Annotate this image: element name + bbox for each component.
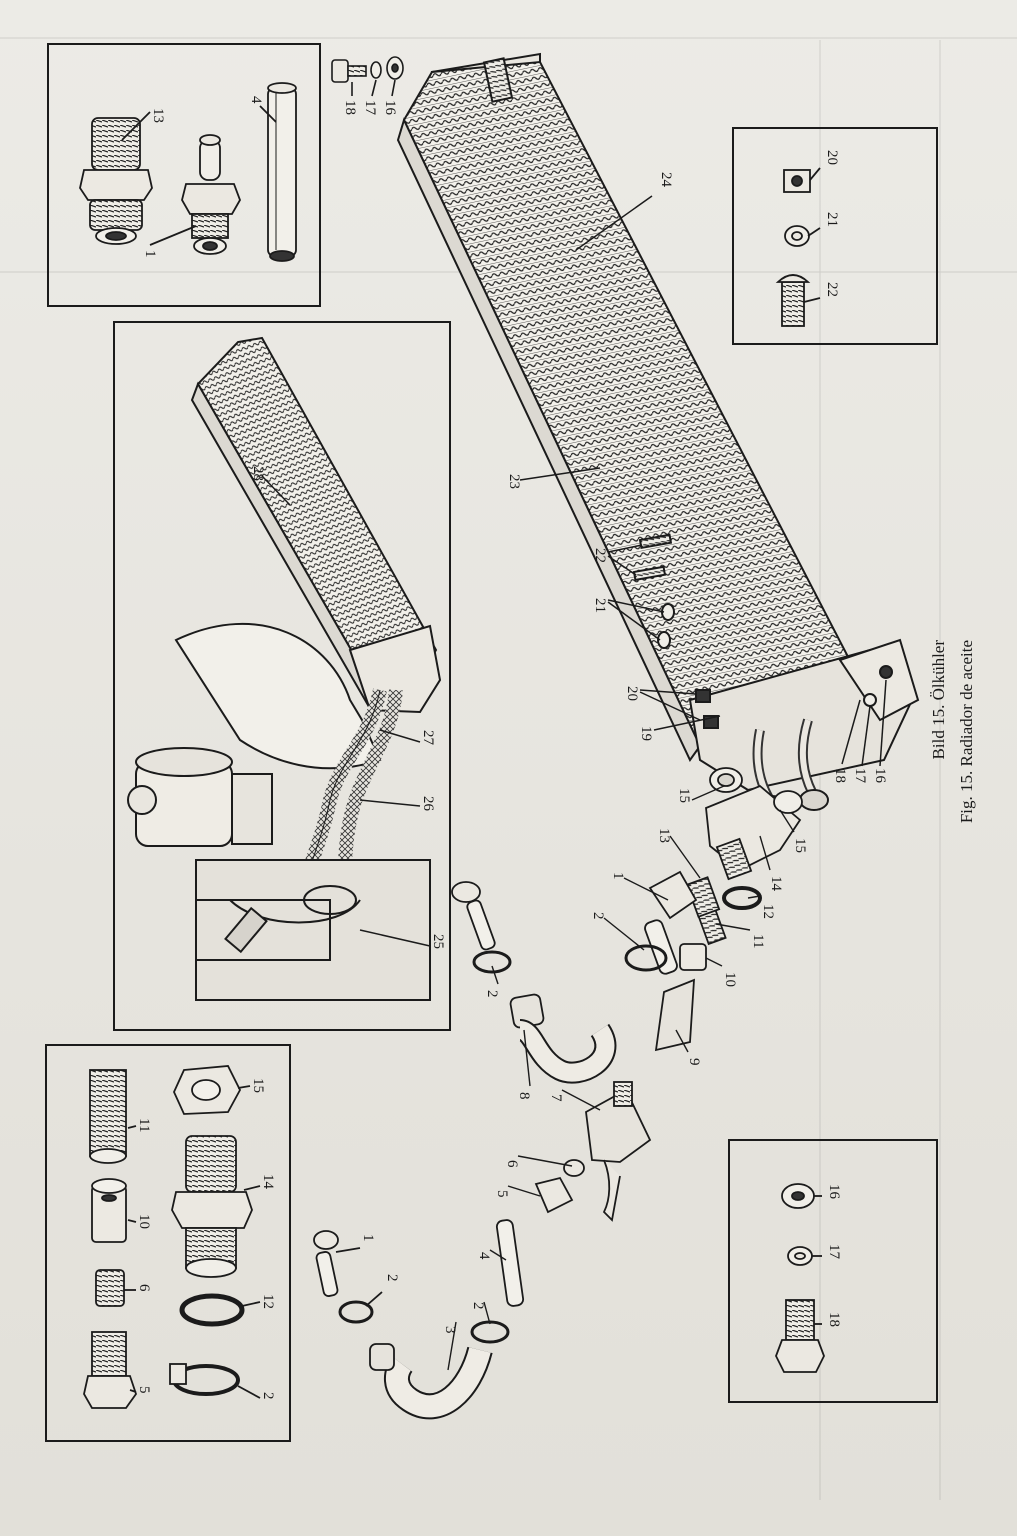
center-exploded-parts — [384, 767, 803, 1420]
callout-1-top-inset: 1 — [142, 250, 158, 258]
callout-4-top-inset: 4 — [248, 96, 264, 104]
callout-15-inset: 15 — [250, 1078, 266, 1093]
callout-8: 8 — [516, 1092, 532, 1100]
callout-2-loose: 2 — [384, 1274, 400, 1282]
fitting-1-drawing — [181, 134, 241, 255]
callout-10-center: 10 — [722, 972, 738, 987]
callout-17-inset: 17 — [826, 1244, 842, 1260]
callout-19: 19 — [638, 726, 654, 741]
callout-11-center: 11 — [750, 934, 766, 948]
callout-5-inset: 5 — [136, 1386, 152, 1394]
inset-box-bottom-right — [728, 1139, 938, 1403]
callout-16-top: 16 — [382, 100, 398, 116]
callout-18-inset: 18 — [826, 1312, 842, 1327]
callout-11-inset: 11 — [136, 1118, 152, 1132]
callout-15-center-b: 15 — [676, 788, 692, 803]
bottom-left-inset-parts — [83, 1065, 261, 1409]
callout-15-center-a: 15 — [792, 838, 808, 853]
callout-14-inset: 14 — [260, 1174, 276, 1190]
callout-22-inset: 22 — [824, 282, 840, 297]
callout-27: 27 — [420, 730, 436, 746]
callout-5-center: 5 — [494, 1190, 510, 1198]
callout-13-top-inset: 13 — [150, 108, 166, 123]
callout-1-center: 1 — [610, 872, 626, 880]
callout-10-inset: 10 — [136, 1214, 152, 1229]
installation-view — [127, 336, 442, 1001]
inset-box-installation — [113, 321, 451, 1031]
callout-1-loose: 1 — [360, 1234, 376, 1242]
callout-6-inset: 6 — [136, 1284, 152, 1292]
screw-washer-group-top — [331, 56, 404, 97]
callout-16-inset: 16 — [826, 1184, 842, 1200]
callout-14-center: 14 — [768, 876, 784, 892]
top-left-inset-parts — [79, 82, 297, 262]
callout-17-top: 17 — [362, 100, 378, 116]
callout-18-top: 18 — [342, 100, 358, 115]
callout-26: 26 — [420, 796, 436, 812]
callout-2-center-high: 2 — [484, 990, 500, 998]
callout-28: 28 — [250, 466, 266, 481]
fitting-13-drawing — [79, 117, 153, 245]
inset-box-bottom-left — [45, 1044, 291, 1442]
callout-2-center-mid: 2 — [590, 912, 606, 920]
inset-box-top-left — [47, 43, 321, 307]
callout-17-main: 17 — [852, 768, 868, 784]
installation-leaders — [261, 475, 431, 947]
callout-24: 24 — [658, 172, 674, 188]
callout-3: 3 — [442, 1326, 458, 1334]
figure-caption-spanish: Fig. 15. Radiador de aceite — [957, 640, 976, 823]
center-leaders — [447, 785, 795, 1371]
callout-18-main: 18 — [832, 768, 848, 783]
callout-20-inset: 20 — [824, 150, 840, 165]
callout-21-inset: 21 — [824, 212, 840, 227]
right-inset-parts — [775, 167, 821, 327]
oil-cooler-core — [396, 52, 920, 817]
callout-2-inset: 2 — [260, 1392, 276, 1400]
callout-22-main: 22 — [592, 548, 608, 563]
callout-7: 7 — [548, 1094, 564, 1102]
callout-2-center-low: 2 — [470, 1302, 486, 1310]
callout-12-inset: 12 — [260, 1294, 276, 1309]
callout-9: 9 — [686, 1058, 702, 1066]
callout-6-center: 6 — [504, 1160, 520, 1168]
bottom-right-inset-parts — [775, 1183, 825, 1373]
callout-13-center: 13 — [656, 828, 672, 843]
main-leaders — [519, 195, 887, 767]
callout-4-center: 4 — [476, 1252, 492, 1260]
callout-16-main: 16 — [872, 768, 888, 784]
inset-box-right — [732, 127, 938, 345]
callout-12-center: 12 — [760, 904, 776, 919]
callout-25: 25 — [430, 934, 446, 949]
loose-parts-1-2 — [313, 1230, 395, 1371]
figure-caption-german: Bild 15. Ölkühler — [929, 640, 948, 760]
callout-21-main: 21 — [592, 598, 608, 613]
tube-4-drawing — [267, 82, 297, 262]
callout-23: 23 — [506, 474, 522, 489]
callout-20-main: 20 — [624, 686, 640, 701]
